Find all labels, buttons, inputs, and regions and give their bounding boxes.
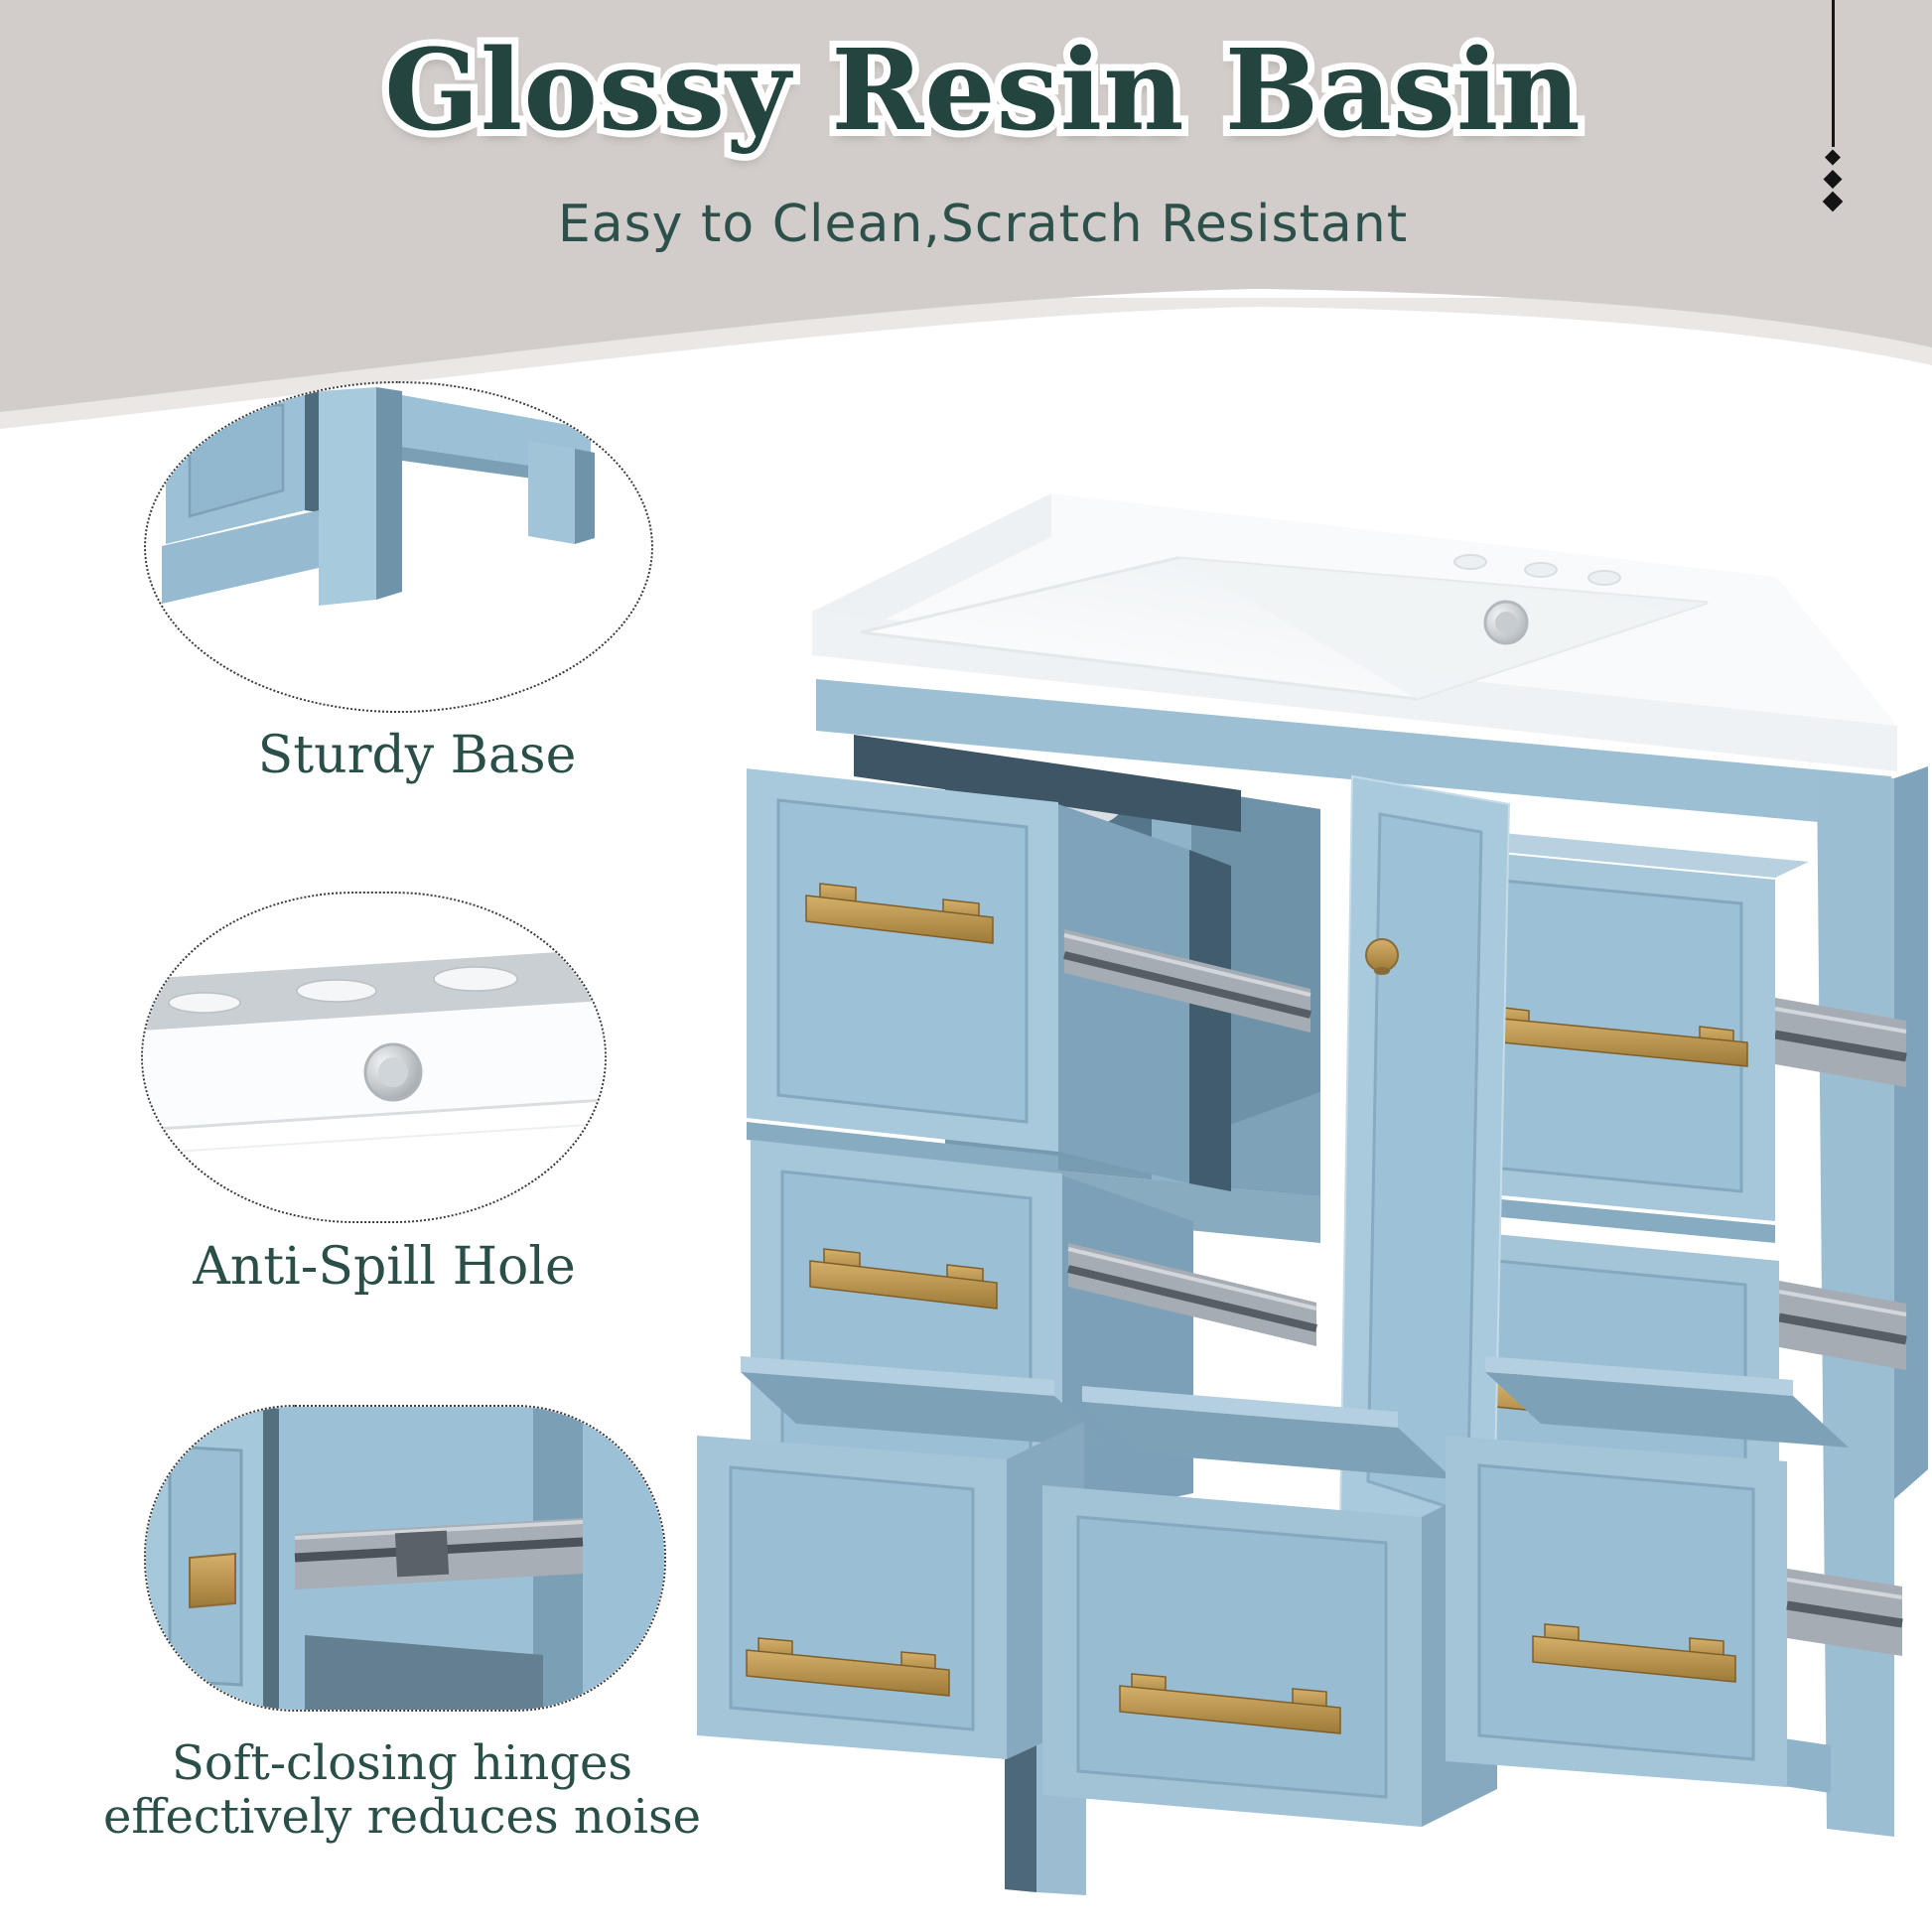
hanging-ornament: ◆ ◆ ◆ [1817, 0, 1849, 213]
cabinet-door [1338, 774, 1511, 1563]
cabinet-leg [528, 441, 575, 544]
left-drawer-top [747, 768, 1058, 1152]
overflow-hole [1483, 600, 1529, 645]
faucet-holes [1453, 554, 1621, 586]
diamond-icon: ◆ [1822, 185, 1844, 216]
diamond-icon: ◆ [1823, 163, 1843, 193]
drawer-slide [1774, 998, 1907, 1087]
gold-handle [809, 1248, 998, 1310]
right-drawer-top [1438, 848, 1775, 1221]
gold-handle [1532, 1623, 1736, 1683]
anti-spill-photo [143, 949, 605, 1155]
page-title-outline: Glossy Resin Basin [377, 19, 1587, 163]
callout-label-anti-spill-hole: Anti-Spill Hole [193, 1237, 576, 1297]
drawer-slide [1067, 1243, 1317, 1346]
drawer-slide [1778, 1281, 1907, 1370]
bottom-drawer-right [1446, 1356, 1903, 1787]
drawer-slide [294, 1518, 584, 1589]
sink-basin [812, 493, 1897, 771]
callout-label-soft-closing: Soft-closing hinges effectively reduces … [84, 1735, 720, 1845]
callout-label-sturdy-base: Sturdy Base [257, 726, 577, 785]
soft-closing-line2: effectively reduces noise [102, 1788, 702, 1845]
gold-handle [1119, 1673, 1341, 1734]
gold-handle [746, 1637, 950, 1697]
soft-closing-line1: Soft-closing hinges [171, 1735, 632, 1791]
door-knob [1365, 938, 1399, 975]
page-subtitle: Easy to Clean,Scratch Resistant [557, 195, 1409, 254]
sturdy-base-photo [162, 383, 595, 606]
gold-handle [805, 883, 994, 944]
page-title: Glossy Resin Basin [384, 26, 1582, 156]
callout-anti-spill-hole [141, 892, 607, 1223]
banner-shape [0, 0, 1932, 412]
soft-closing-photo [146, 1407, 664, 1710]
drawer-slide [1786, 1569, 1903, 1656]
cabinet-leg [319, 387, 376, 606]
ornament-line [1831, 0, 1835, 147]
page-title-wrap: Glossy Resin Basin Glossy Resin Basin [238, 19, 1727, 163]
diamond-icon: ◆ [1824, 144, 1842, 168]
drawer-slide [1063, 929, 1311, 1033]
gold-handle [189, 1552, 236, 1609]
overflow-hole [363, 1042, 423, 1102]
callout-sturdy-base [144, 381, 653, 713]
top-banner [0, 0, 1932, 429]
callout-soft-closing [144, 1405, 666, 1712]
bottom-drawers [697, 1356, 1903, 1895]
